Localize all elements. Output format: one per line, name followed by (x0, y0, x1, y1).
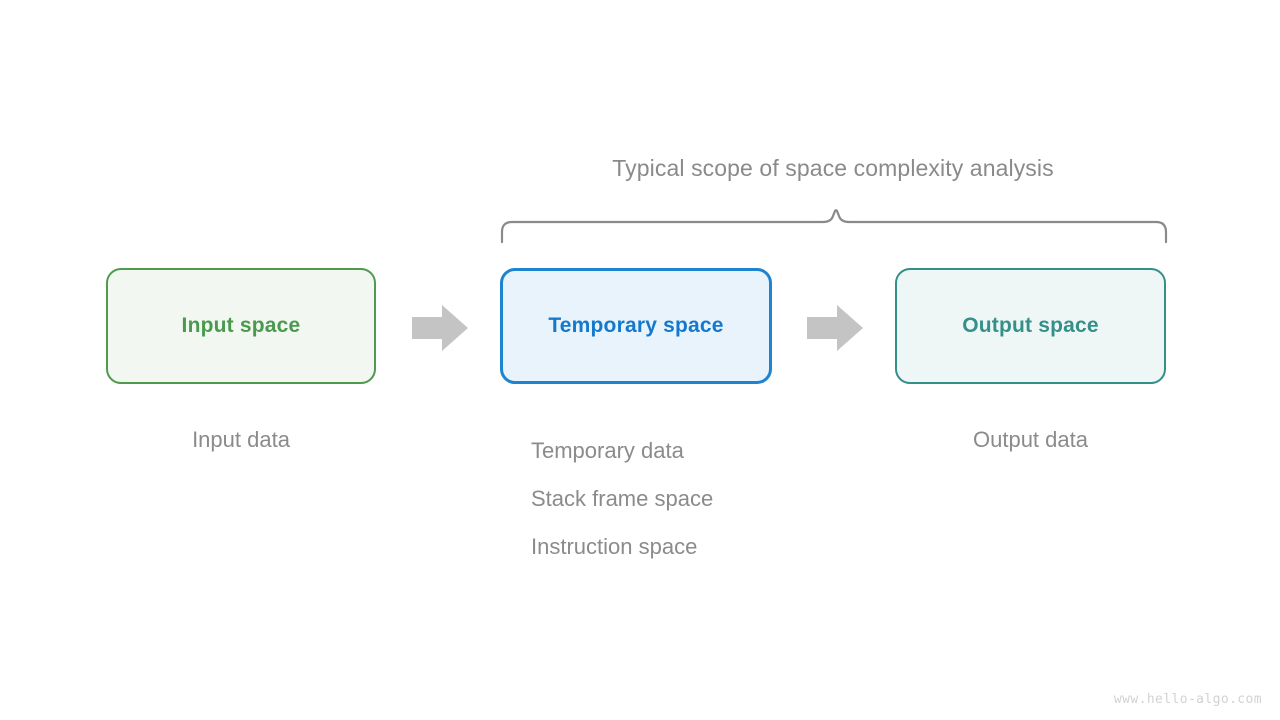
box-input-space-label: Input space (181, 314, 301, 337)
box-temporary-space: Temporary space (500, 268, 772, 384)
caption-temporary-list: Temporary data Stack frame space Instruc… (531, 427, 713, 571)
box-input-space: Input space (106, 268, 376, 384)
caption-stack-frame-space: Stack frame space (531, 486, 714, 511)
watermark: www.hello-algo.com (1113, 692, 1262, 707)
box-temporary-space-label: Temporary space (548, 314, 724, 337)
box-output-space: Output space (895, 268, 1166, 384)
caption-temporary-data: Temporary data (531, 438, 684, 463)
arrow-right-icon (807, 305, 863, 351)
box-output-space-label: Output space (962, 314, 1099, 337)
caption-output-data: Output data (973, 427, 1088, 452)
scope-brace-icon (500, 209, 1168, 244)
caption-input-data: Input data (192, 427, 290, 452)
caption-instruction-space: Instruction space (531, 534, 698, 559)
scope-caption: Typical scope of space complexity analys… (612, 155, 1054, 181)
arrow-right-icon (412, 305, 468, 351)
